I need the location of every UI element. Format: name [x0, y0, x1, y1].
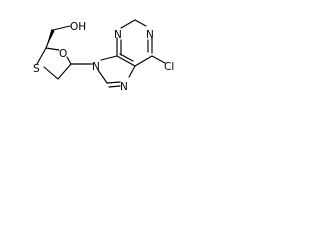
chloro-label: Cl	[164, 61, 174, 73]
bond-c5-o	[66, 56, 72, 65]
ring-sulfur-label: S	[33, 63, 40, 75]
hydroxyl-label: OH	[70, 21, 86, 33]
bond-n3-c2p	[120, 19, 136, 29]
n3-label: N	[114, 29, 122, 41]
bond-c4p-n9	[100, 55, 118, 61]
bond-c5p-c4p	[116, 55, 136, 67]
n7-label: N	[120, 81, 128, 93]
oxathiolane-ring	[36, 47, 72, 80]
structure-diagram: OH O S N N N N Cl	[33, 19, 174, 93]
bond-c6-c5p	[134, 55, 153, 67]
bond-n7-c5p	[128, 65, 136, 78]
bond-c5p-c4p-inner	[119, 53, 134, 62]
bond-c2p-n1	[134, 19, 147, 27]
atom-labels: OH O S N N N N Cl	[33, 21, 174, 93]
ring-oxygen-label: O	[59, 48, 67, 60]
bond-c2-s	[36, 47, 47, 65]
n1-label: N	[146, 29, 154, 41]
bond-c8-n7-double	[108, 85, 121, 88]
wedge-bond-c2	[46, 29, 55, 48]
bond-n9-c8	[97, 69, 108, 84]
bond-c6-cl	[151, 55, 166, 64]
hydroxymethyl-group	[45, 25, 71, 49]
bond-o-c2	[45, 47, 60, 51]
molecule-canvas: OH O S N N N N Cl	[0, 0, 203, 123]
imidazole-ring	[97, 55, 136, 88]
bond-c4-c5	[57, 63, 72, 80]
n9-label: N	[92, 61, 100, 73]
bond-c8-n7	[106, 81, 121, 84]
pyrimidine-ring	[116, 19, 153, 67]
bond-ch2-oh	[52, 25, 71, 31]
bond-s-c4	[43, 66, 59, 80]
